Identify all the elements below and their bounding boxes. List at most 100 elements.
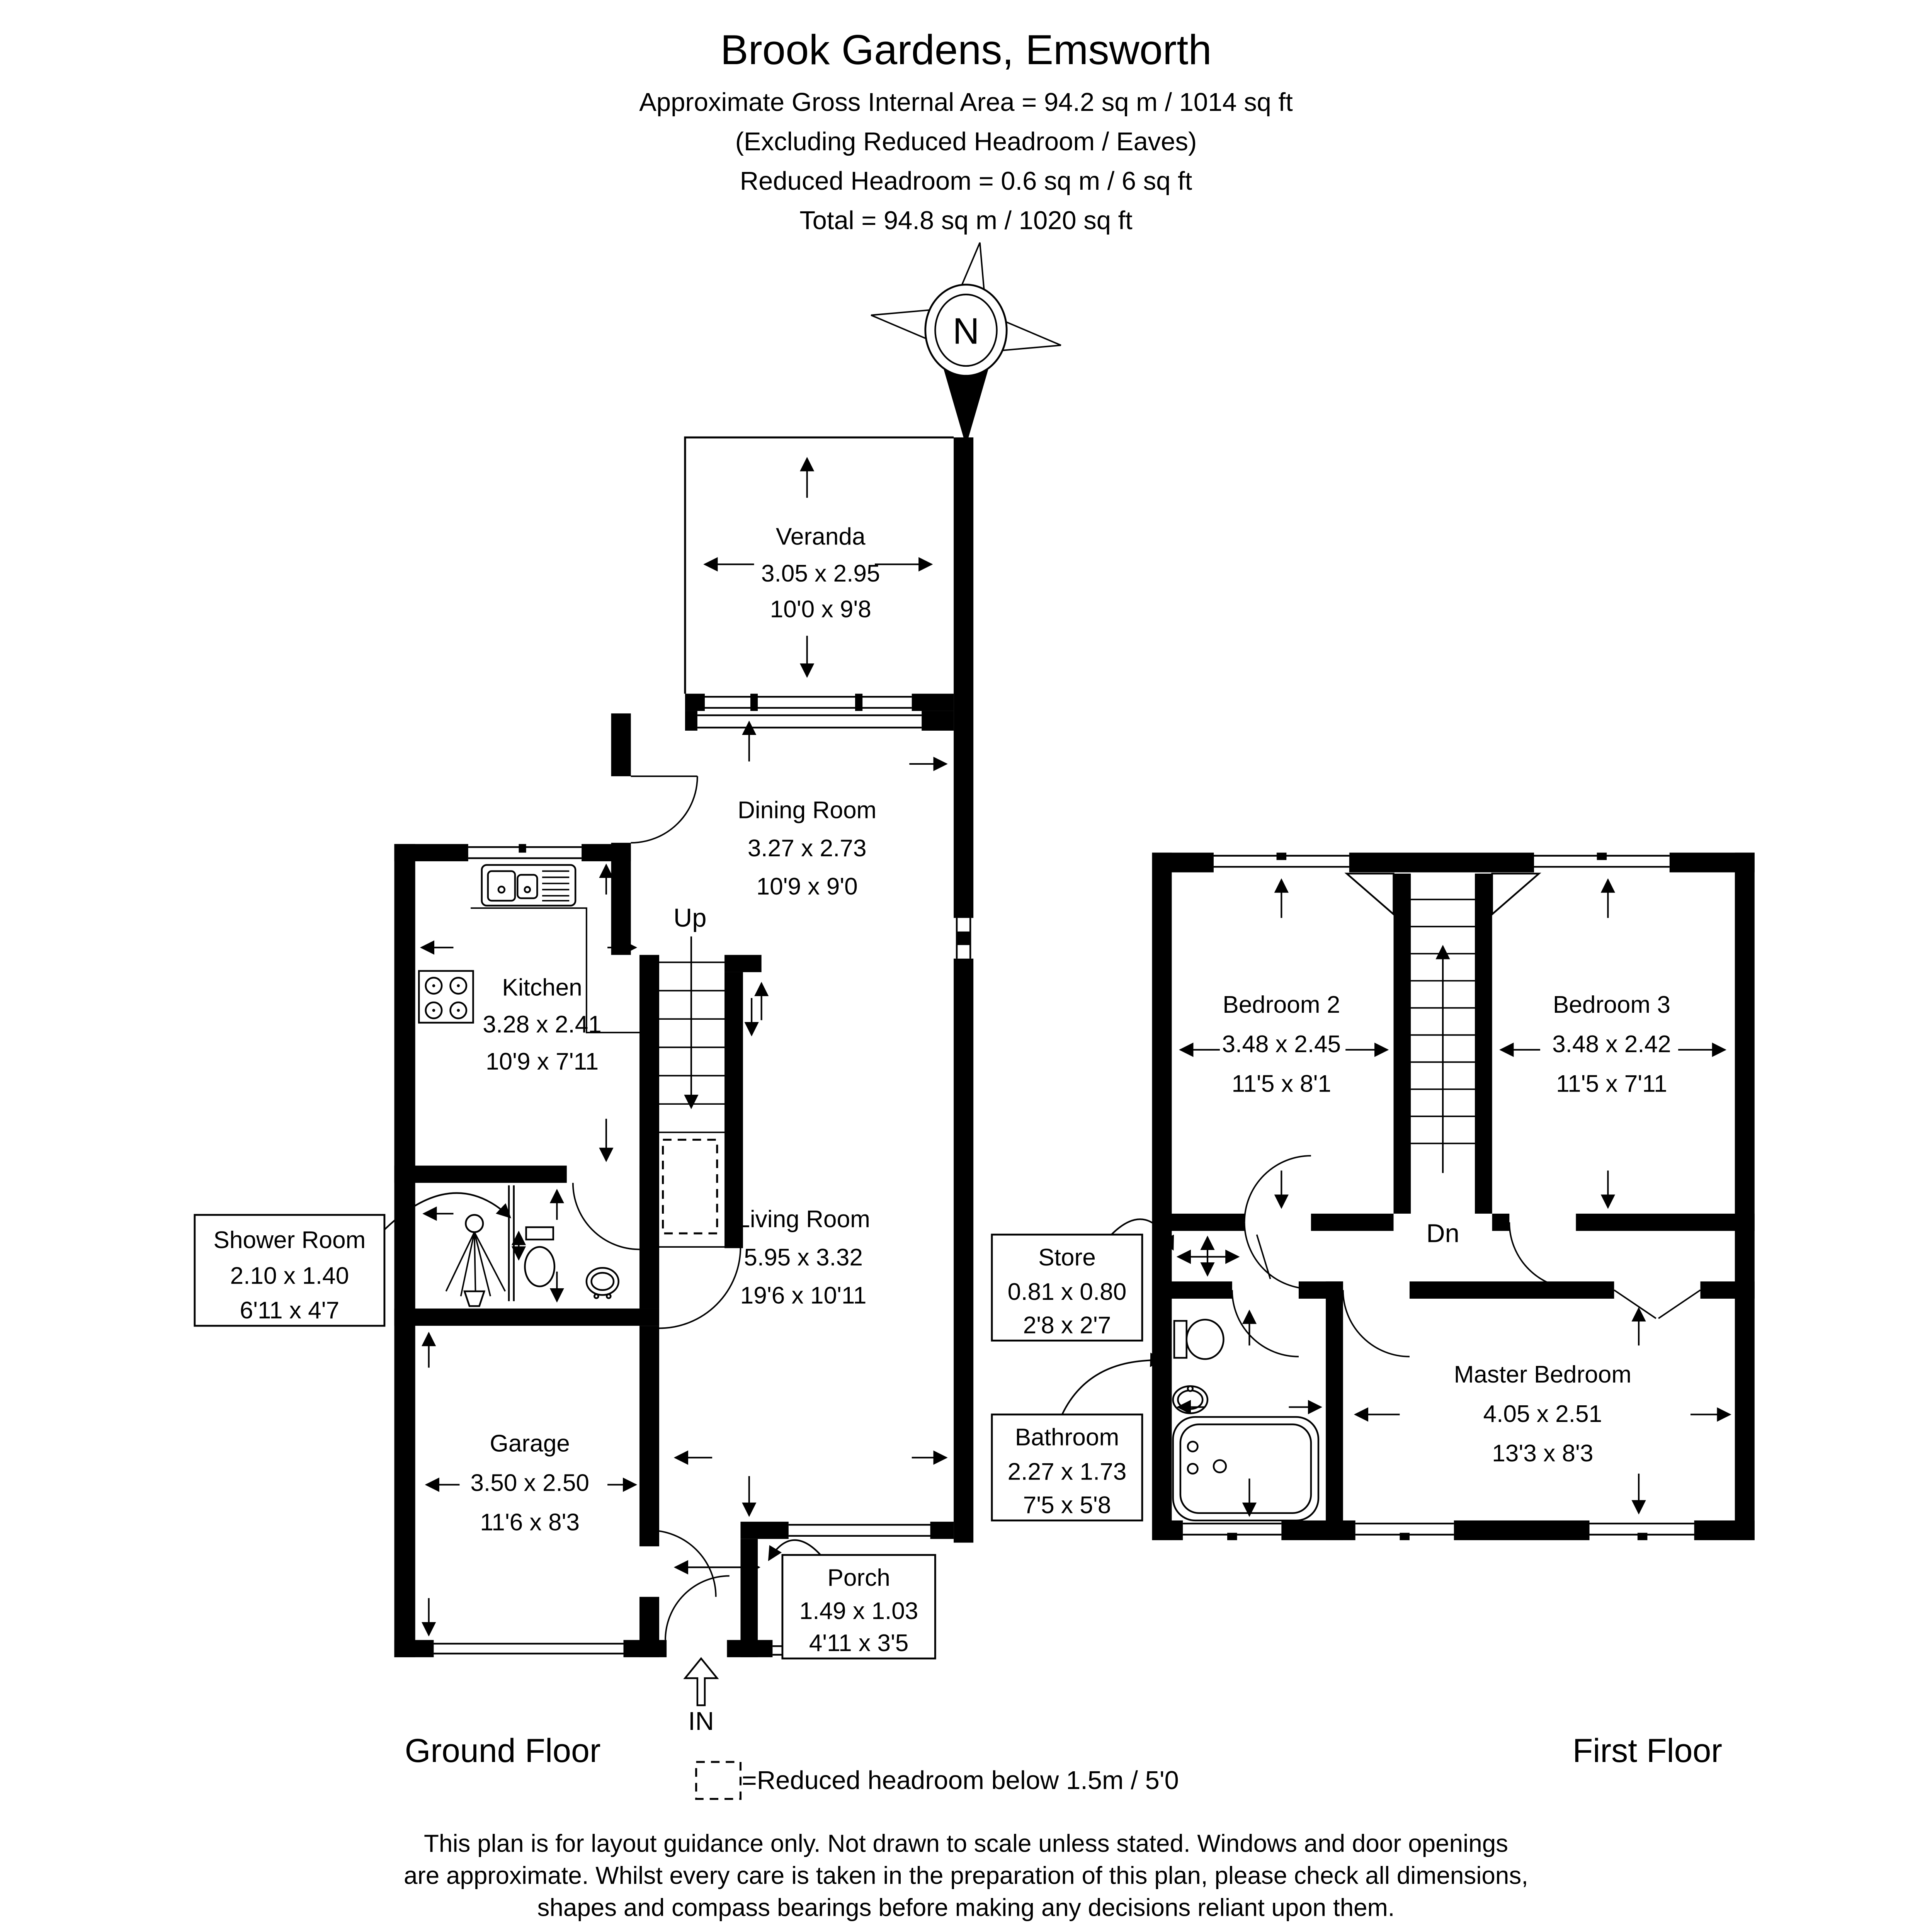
- room-name: Bedroom 2: [1223, 992, 1340, 1018]
- bedroom2-door: [1243, 1155, 1311, 1223]
- living-room-door: [659, 1246, 742, 1329]
- stairs-down-label: Dn: [1426, 1219, 1459, 1248]
- shower-room-basin-icon: [585, 1267, 619, 1299]
- title-reduced-headroom-line: Reduced Headroom = 0.6 sq m / 6 sq ft: [740, 167, 1192, 196]
- first-floor-plan: Dn: [991, 852, 1755, 1769]
- disclaimer-line-2: are approximate. Whilst every care is ta…: [404, 1862, 1528, 1889]
- room-imperial: 2'8 x 2'7: [1023, 1312, 1111, 1338]
- room-name: Master Bedroom: [1454, 1361, 1632, 1388]
- bathroom-callout: Bathroom 2.27 x 1.73 7'5 x 5'8: [991, 1352, 1165, 1522]
- room-imperial: 13'3 x 8'3: [1492, 1440, 1593, 1467]
- bedroom3-window: [1534, 852, 1670, 868]
- room-imperial: 11'6 x 8'3: [480, 1509, 580, 1536]
- landing-door: [1243, 1222, 1311, 1290]
- title-block: Brook Gardens, Emsworth Approximate Gros…: [639, 26, 1293, 235]
- room-imperial: 4'11 x 3'5: [809, 1630, 909, 1656]
- ground-floor-dimension-arrows: [420, 457, 948, 1637]
- veranda-outline: [684, 436, 954, 694]
- room-metric: 0.81 x 0.80: [1008, 1279, 1127, 1305]
- bathroom-toilet-icon: [1173, 1318, 1225, 1360]
- master-bedroom-label: Master Bedroom 4.05 x 2.51 13'3 x 8'3: [1454, 1361, 1632, 1467]
- kitchen-window: [468, 844, 582, 859]
- room-metric: 1.49 x 1.03: [799, 1598, 918, 1624]
- staircase-up: [659, 936, 724, 1235]
- room-metric: 3.05 x 2.95: [761, 560, 880, 587]
- first-floor-windows: [1183, 852, 1694, 1540]
- legend: =Reduced headroom below 1.5m / 5'0: [695, 1761, 1179, 1800]
- ground-floor-doors: [572, 776, 742, 1640]
- compass-rose-icon: N: [871, 242, 1061, 446]
- room-name: Veranda: [776, 523, 866, 550]
- room-metric: 2.27 x 1.73: [1008, 1459, 1127, 1485]
- veranda-window: [704, 694, 912, 711]
- shower-room-door: [572, 1183, 639, 1250]
- bathroom-door: [1231, 1290, 1299, 1357]
- porch-callout: Porch 1.49 x 1.03 4'11 x 3'5: [768, 1539, 936, 1660]
- room-metric: 3.48 x 2.42: [1552, 1031, 1671, 1058]
- garage-label: Garage 3.50 x 2.50 11'6 x 8'3: [470, 1430, 589, 1536]
- veranda-label: Veranda 3.05 x 2.95 10'0 x 9'8: [761, 523, 880, 622]
- staircase-down: [1344, 872, 1541, 1173]
- ground-floor-label: Ground Floor: [405, 1732, 600, 1769]
- entrance-in-label: IN: [688, 1707, 714, 1736]
- room-name: Porch: [827, 1565, 890, 1591]
- front-door: [665, 1575, 730, 1640]
- title-excluding-line: (Excluding Reduced Headroom / Eaves): [735, 127, 1197, 156]
- kitchen-hob-icon: [418, 970, 474, 1024]
- bedroom3-label: Bedroom 3 3.48 x 2.42 11'5 x 7'11: [1552, 992, 1671, 1097]
- garage-door: [434, 1643, 624, 1655]
- dining-room-label: Dining Room 3.27 x 2.73 10'9 x 9'0: [738, 797, 876, 900]
- kitchen-sink-icon: [481, 864, 577, 906]
- room-imperial: 11'5 x 8'1: [1231, 1070, 1331, 1097]
- room-metric: 3.27 x 2.73: [748, 835, 867, 862]
- bathroom-window: [1183, 1522, 1282, 1540]
- bathroom-basin-icon: [1172, 1385, 1209, 1414]
- master-bedroom-window-right: [1589, 1522, 1694, 1540]
- living-room-label: Living Room 5.95 x 3.32 19'6 x 10'11: [736, 1206, 870, 1309]
- room-imperial: 11'5 x 7'11: [1556, 1070, 1667, 1097]
- living-room-window: [788, 1524, 930, 1537]
- disclaimer: This plan is for layout guidance only. N…: [404, 1830, 1528, 1922]
- legend-text: =Reduced headroom below 1.5m / 5'0: [742, 1766, 1179, 1795]
- bedroom2-label: Bedroom 2 3.48 x 2.45 11'5 x 8'1: [1222, 992, 1341, 1097]
- room-imperial: 10'0 x 9'8: [770, 596, 871, 623]
- first-floor-walls: [1152, 852, 1755, 1540]
- compass-north-label: N: [952, 311, 979, 352]
- room-name: Kitchen: [502, 975, 582, 1001]
- room-metric: 3.28 x 2.41: [483, 1011, 602, 1038]
- room-metric: 4.05 x 2.51: [1483, 1401, 1602, 1427]
- room-imperial: 10'9 x 9'0: [757, 873, 858, 900]
- room-name: Garage: [490, 1430, 570, 1457]
- shower-room-toilet-icon: [524, 1226, 556, 1287]
- page-title: Brook Gardens, Emsworth: [720, 26, 1211, 73]
- shower-screen: [508, 1185, 515, 1301]
- title-total-line: Total = 94.8 sq m / 1020 sq ft: [799, 206, 1133, 235]
- store-door: [1256, 1234, 1271, 1279]
- disclaimer-line-1: This plan is for layout guidance only. N…: [424, 1830, 1508, 1857]
- room-name: Bathroom: [1015, 1424, 1119, 1451]
- bedroom2-window: [1213, 852, 1349, 868]
- room-name: Shower Room: [213, 1227, 366, 1253]
- bedroom3-door: [1509, 1222, 1576, 1290]
- bathtub-icon: [1172, 1416, 1320, 1522]
- dining-side-window: [956, 918, 971, 959]
- room-imperial: 19'6 x 10'11: [740, 1282, 867, 1309]
- ground-floor-windows: [434, 694, 971, 1656]
- master-bedroom-door: [1342, 1290, 1410, 1357]
- first-floor-doors: [1231, 1155, 1701, 1357]
- entrance-in-arrow-icon: [683, 1657, 719, 1706]
- ground-floor-walls: [394, 437, 974, 1657]
- first-floor-label: First Floor: [1573, 1732, 1722, 1769]
- master-bedroom-window-left: [1355, 1522, 1454, 1540]
- first-floor-dimension-arrows: [1176, 878, 1731, 1517]
- dining-patio-window: [697, 714, 922, 729]
- ground-floor-plan: Up: [194, 436, 974, 1769]
- room-metric: 5.95 x 3.32: [744, 1244, 863, 1271]
- reduced-headroom-zone: [662, 1139, 718, 1235]
- hall-door: [649, 1529, 717, 1597]
- kitchen-counter: [471, 907, 639, 1034]
- room-metric: 3.50 x 2.50: [470, 1469, 589, 1496]
- dining-room-door: [631, 776, 698, 844]
- disclaimer-line-3: shapes and compass bearings before makin…: [537, 1894, 1395, 1922]
